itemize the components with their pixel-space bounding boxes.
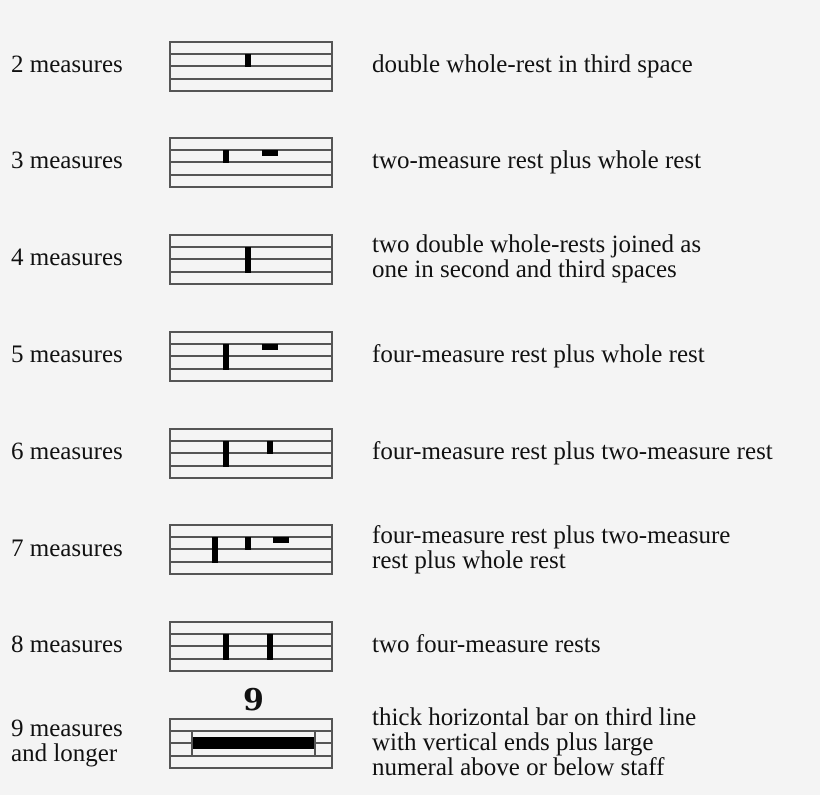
two-measure-rest-icon [245, 537, 251, 550]
staff-line [171, 137, 331, 139]
staff-line [171, 355, 331, 357]
staff [169, 41, 333, 92]
staff-line [171, 380, 331, 382]
row-description: four-measure rest plus whole rest [372, 341, 705, 368]
two-measure-rest-icon [245, 54, 251, 67]
staff [169, 234, 333, 285]
staff-line [171, 53, 331, 55]
row-label: 7 measures [11, 535, 123, 562]
staff-line [171, 621, 331, 623]
row-description: two four-measure rests [372, 631, 601, 658]
staff-line [171, 548, 331, 550]
row-label: 4 measures [11, 244, 123, 271]
staff-line [171, 573, 331, 575]
staff-line [171, 149, 331, 151]
whole-rest-icon [262, 344, 278, 350]
staff-line [171, 234, 331, 236]
row-label: 8 measures [11, 631, 123, 658]
staff-line [171, 65, 331, 67]
four-measure-rest-icon [223, 344, 229, 370]
bar-left-end-icon [191, 730, 193, 757]
staff-line [171, 331, 331, 333]
multi-measure-rest-bar-icon [193, 737, 314, 749]
whole-rest-icon [273, 537, 289, 543]
staff-line [171, 440, 331, 442]
staff-line [171, 452, 331, 454]
staff-line [171, 368, 331, 370]
four-measure-rest-icon [223, 634, 229, 660]
staff-line [171, 343, 331, 345]
staff [169, 621, 333, 672]
row-description: two double whole-rests joined as one in … [372, 231, 702, 283]
staff-line [171, 465, 331, 467]
measure-count-numeral: 9 [243, 683, 264, 718]
row-label: 6 measures [11, 438, 123, 465]
four-measure-rest-icon [212, 537, 218, 563]
staff-line [171, 477, 331, 479]
staff-line [171, 41, 331, 43]
staff-line [171, 561, 331, 563]
bar-right-end-icon [314, 730, 316, 757]
row-label: 3 measures [11, 147, 123, 174]
staff-line [171, 428, 331, 430]
staff [169, 718, 333, 769]
staff-line [171, 633, 331, 635]
two-measure-rest-icon [223, 150, 229, 163]
staff-line [171, 161, 331, 163]
row-description: two-measure rest plus whole rest [372, 147, 702, 174]
four-measure-rest-icon [267, 634, 273, 660]
row-label: 9 measures and longer [11, 715, 123, 767]
staff-line [171, 283, 331, 285]
staff [169, 428, 333, 479]
four-measure-rest-icon [245, 247, 251, 273]
staff-line [171, 78, 331, 80]
staff [169, 331, 333, 382]
row-label: 5 measures [11, 341, 123, 368]
row-label: 2 measures [11, 51, 123, 78]
staff-line [171, 271, 331, 273]
staff-line [171, 755, 331, 757]
staff-line [171, 174, 331, 176]
staff-line [171, 718, 331, 720]
staff-line [171, 658, 331, 660]
staff [169, 137, 333, 188]
staff-line [171, 645, 331, 647]
row-description: four-measure rest plus two-measure rest … [372, 522, 731, 574]
staff-line [171, 246, 331, 248]
row-description: double whole-rest in third space [372, 51, 693, 78]
staff-line [171, 670, 331, 672]
whole-rest-icon [262, 150, 278, 156]
staff [169, 524, 333, 575]
four-measure-rest-icon [223, 441, 229, 467]
two-measure-rest-icon [267, 441, 273, 454]
staff-line [171, 767, 331, 769]
staff-line [171, 730, 331, 732]
staff-line [171, 524, 331, 526]
staff-line [171, 258, 331, 260]
staff-line [171, 186, 331, 188]
row-description: four-measure rest plus two-measure rest [372, 438, 773, 465]
staff-line [171, 90, 331, 92]
staff-line [171, 536, 331, 538]
row-description: thick horizontal bar on third line with … [372, 704, 697, 781]
